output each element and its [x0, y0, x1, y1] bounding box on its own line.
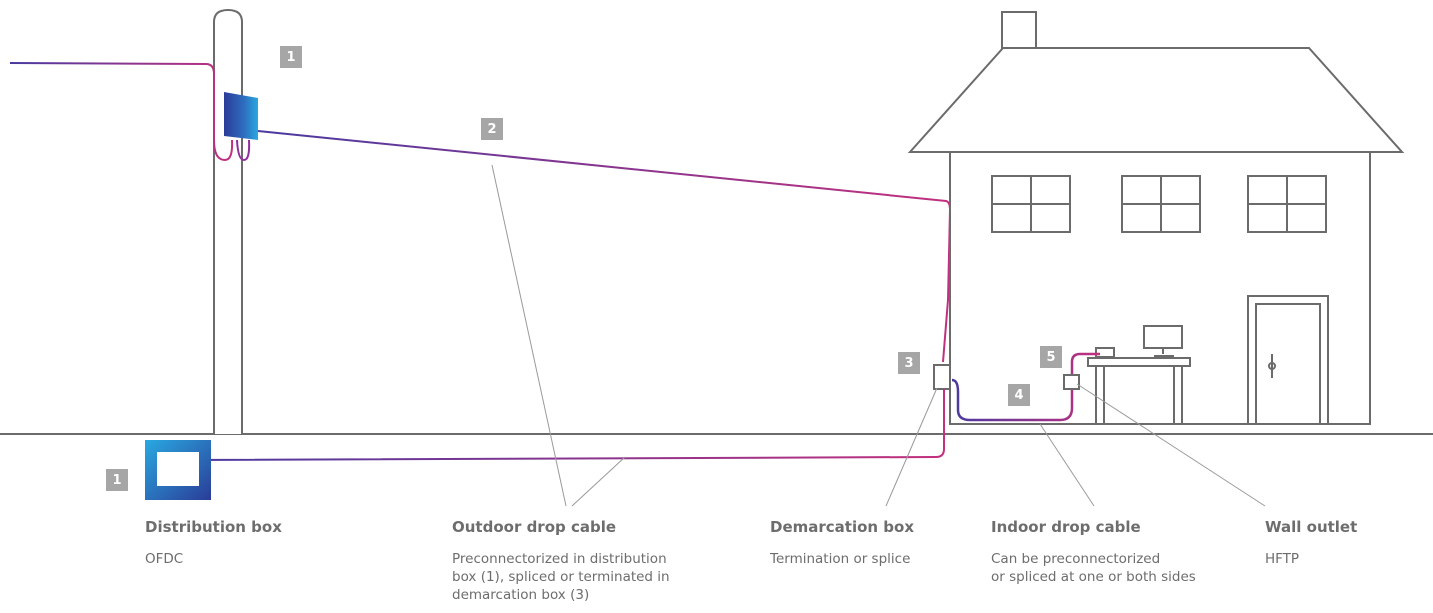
caption-desc: Termination or splice [770, 551, 911, 567]
marker-distribution-box-pole: 1 [280, 46, 302, 68]
marker-distribution-box-ground: 1 [106, 469, 128, 491]
marker-wall-outlet: 5 [1040, 346, 1062, 368]
marker-indoor-drop-cable: 4 [1008, 384, 1030, 406]
aerial-feeder-cable [9, 62, 234, 162]
caption-title: Distribution box [145, 518, 282, 536]
caption-wall-outlet: Wall outlet HFTP [1265, 518, 1357, 568]
caption-desc: OFDC [145, 551, 184, 567]
caption-indoor-drop-cable: Indoor drop cable Can be preconnectorize… [991, 518, 1196, 586]
caption-desc: Can be preconnectorized or spliced at on… [991, 551, 1196, 585]
utility-pole [213, 8, 243, 434]
caption-title: Wall outlet [1265, 518, 1358, 536]
caption-title: Demarcation box [770, 518, 915, 536]
caption-desc: Preconnectorized in distribution box (1)… [452, 551, 670, 603]
caption-desc: HFTP [1265, 551, 1300, 567]
caption-demarcation-box: Demarcation box Termination or splice [770, 518, 914, 568]
pole-box-loop [236, 139, 251, 162]
marker-demarcation-box: 3 [898, 352, 920, 374]
caption-outdoor-drop-cable: Outdoor drop cable Preconnectorized in d… [452, 518, 670, 604]
outdoor-drop-cable-underground [187, 389, 945, 461]
caption-title: Indoor drop cable [991, 518, 1141, 536]
caption-distribution-box: Distribution box OFDC [145, 518, 282, 568]
pole-distribution-box [224, 92, 258, 140]
outdoor-drop-cable-aerial [257, 130, 952, 363]
marker-outdoor-drop-cable: 2 [481, 118, 503, 140]
demarcation-box [933, 364, 951, 390]
wall-outlet [1063, 374, 1080, 390]
indoor-drop-cable [951, 352, 1100, 422]
ground-distribution-box-inner [157, 452, 199, 486]
leader-lines [491, 164, 1266, 507]
house [907, 11, 1405, 425]
caption-title: Outdoor drop cable [452, 518, 617, 536]
